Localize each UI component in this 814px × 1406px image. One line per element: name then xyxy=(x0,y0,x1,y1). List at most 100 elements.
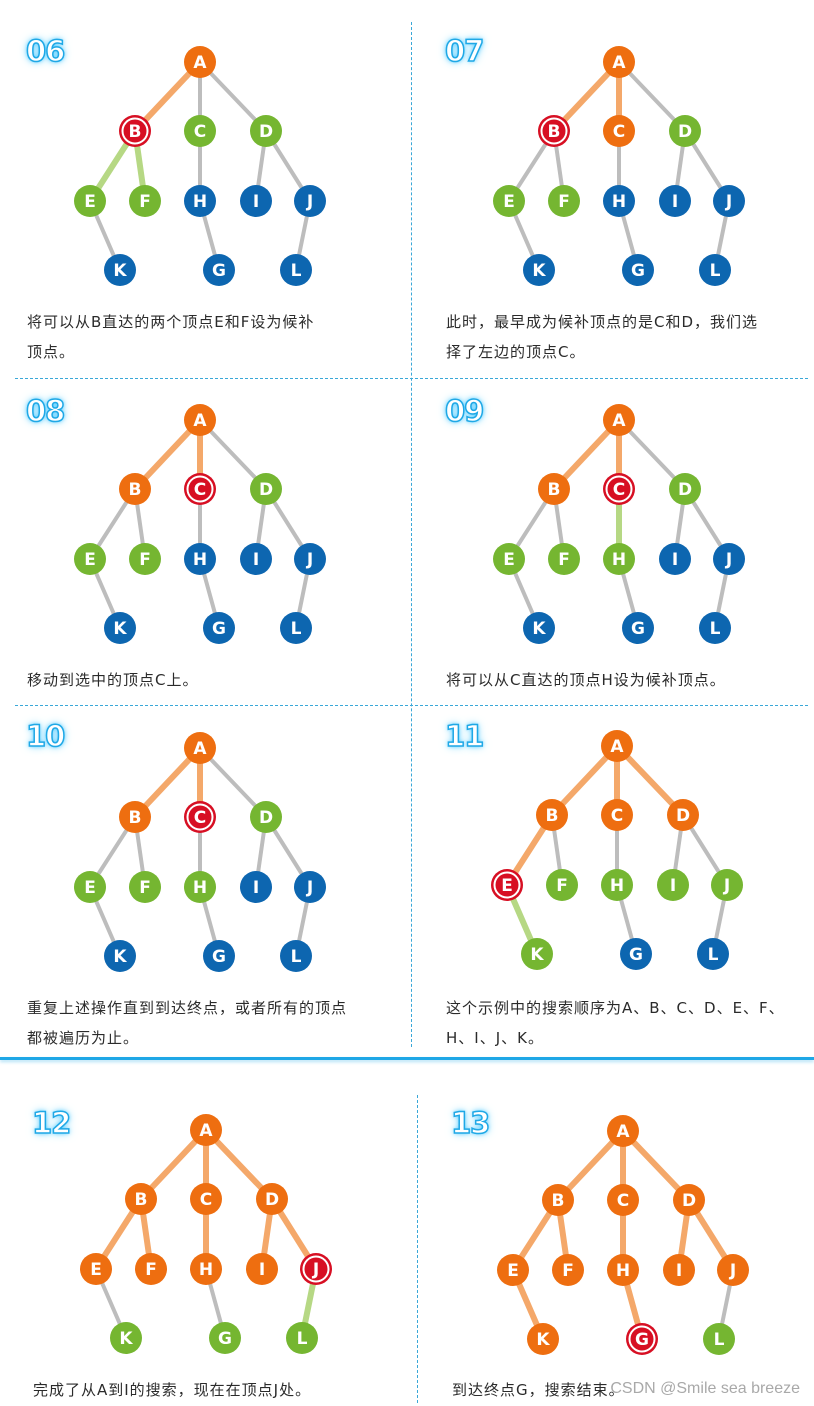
node-label: C xyxy=(194,480,206,500)
caption-line-1: 此时，最早成为候补顶点的是C和D，我们选 xyxy=(446,313,759,331)
node-b: B xyxy=(119,473,151,505)
node-label: K xyxy=(532,261,546,281)
node-k: K xyxy=(523,612,555,644)
caption: 移动到选中的顶点C上。 xyxy=(27,665,397,695)
node-label: G xyxy=(631,261,645,281)
node-label: H xyxy=(612,192,626,212)
node-label: C xyxy=(617,1191,629,1211)
node-label: J xyxy=(306,878,313,898)
node-k: K xyxy=(110,1322,142,1354)
node-f: F xyxy=(548,543,580,575)
node-f: F xyxy=(129,543,161,575)
node-label: B xyxy=(129,808,142,828)
node-label: K xyxy=(113,947,127,967)
node-label: A xyxy=(616,1122,630,1142)
node-e: E xyxy=(491,869,523,901)
node-label: A xyxy=(610,737,624,757)
node-b: B xyxy=(119,115,151,147)
node-a: A xyxy=(184,46,216,78)
node-g: G xyxy=(622,254,654,286)
node-label: J xyxy=(725,550,732,570)
step-number: 13 xyxy=(450,1105,491,1141)
watermark: CSDN @Smile sea breeze xyxy=(610,1380,800,1397)
node-label: C xyxy=(613,480,625,500)
node-f: F xyxy=(546,869,578,901)
node-label: B xyxy=(135,1190,148,1210)
node-d: D xyxy=(673,1184,705,1216)
node-h: H xyxy=(601,869,633,901)
node-i: I xyxy=(659,185,691,217)
node-c: C xyxy=(184,801,216,833)
caption-line-1: 这个示例中的搜索顺序为A、B、C、D、E、F、 xyxy=(446,999,785,1017)
node-e: E xyxy=(497,1254,529,1286)
node-k: K xyxy=(104,612,136,644)
node-l: L xyxy=(697,938,729,970)
node-label: G xyxy=(629,945,643,965)
node-g: G xyxy=(622,612,654,644)
node-label: I xyxy=(672,192,678,212)
node-i: I xyxy=(246,1253,278,1285)
caption-line-1: 将可以从B直达的两个顶点E和F设为候补 xyxy=(27,313,315,331)
node-d: D xyxy=(250,801,282,833)
node-label: D xyxy=(676,806,690,826)
node-label: G xyxy=(212,619,226,639)
node-label: I xyxy=(670,876,676,896)
node-label: J xyxy=(725,192,732,212)
node-label: D xyxy=(265,1190,279,1210)
node-label: F xyxy=(145,1260,157,1280)
node-label: F xyxy=(556,876,568,896)
node-h: H xyxy=(184,543,216,575)
node-label: E xyxy=(501,876,513,896)
section-divider-bar xyxy=(0,1057,814,1060)
node-label: B xyxy=(546,806,559,826)
node-label: H xyxy=(612,550,626,570)
node-label: I xyxy=(259,1260,265,1280)
node-k: K xyxy=(527,1323,559,1355)
node-label: J xyxy=(306,192,313,212)
node-h: H xyxy=(184,185,216,217)
step-number: 11 xyxy=(444,718,485,754)
node-label: K xyxy=(530,945,544,965)
node-label: G xyxy=(631,619,645,639)
node-f: F xyxy=(552,1254,584,1286)
node-d: D xyxy=(669,473,701,505)
caption: 到达终点G，搜索结束。 xyxy=(452,1375,652,1405)
caption: 将可以从B直达的两个顶点E和F设为候补 顶点。 xyxy=(27,307,397,367)
node-l: L xyxy=(280,254,312,286)
node-label: H xyxy=(193,878,207,898)
node-a: A xyxy=(603,46,635,78)
node-c: C xyxy=(184,473,216,505)
node-label: E xyxy=(84,192,96,212)
node-label: B xyxy=(129,122,142,142)
node-label: D xyxy=(259,480,273,500)
node-d: D xyxy=(669,115,701,147)
node-label: L xyxy=(710,261,721,281)
node-label: H xyxy=(610,876,624,896)
node-i: I xyxy=(663,1254,695,1286)
step-number: 07 xyxy=(444,33,485,69)
node-e: E xyxy=(74,871,106,903)
node-j: J xyxy=(711,869,743,901)
node-label: D xyxy=(259,808,273,828)
node-k: K xyxy=(104,940,136,972)
node-j: J xyxy=(294,871,326,903)
node-e: E xyxy=(74,185,106,217)
node-c: C xyxy=(603,115,635,147)
node-i: I xyxy=(659,543,691,575)
node-label: I xyxy=(672,550,678,570)
node-label: C xyxy=(613,122,625,142)
node-label: L xyxy=(291,619,302,639)
node-j: J xyxy=(294,543,326,575)
node-i: I xyxy=(240,185,272,217)
node-b: B xyxy=(125,1183,157,1215)
node-label: L xyxy=(291,261,302,281)
node-label: E xyxy=(90,1260,102,1280)
node-g: G xyxy=(203,254,235,286)
node-label: C xyxy=(194,808,206,828)
vertical-divider-top xyxy=(411,22,412,1047)
